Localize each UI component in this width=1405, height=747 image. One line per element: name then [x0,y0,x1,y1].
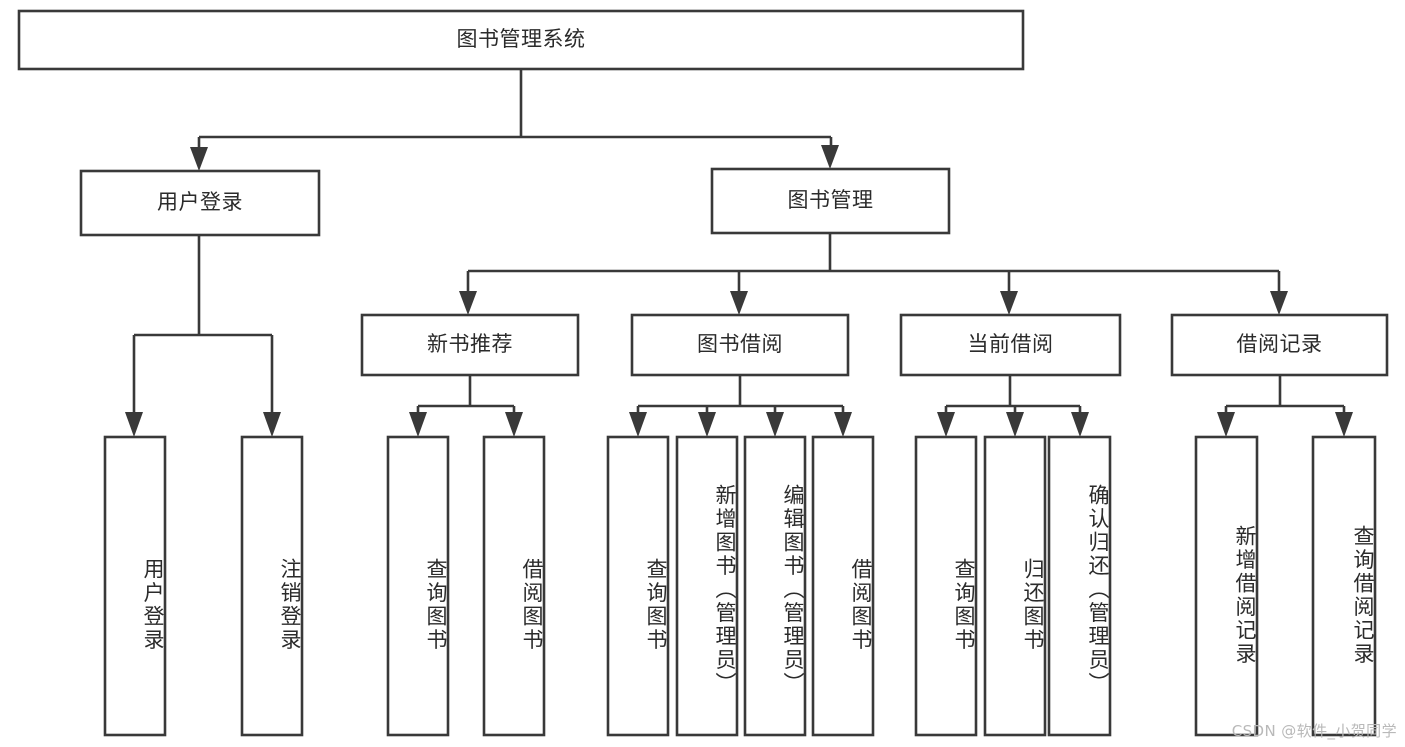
arrowhead-return-book [1006,412,1024,437]
arrowhead-book-manage [821,145,839,169]
arrowhead-user-login-do [125,412,143,437]
arrowhead-user-logout [263,412,281,437]
connector-root-trunk [197,69,833,155]
arrowhead-book-borrow [730,291,748,315]
node-box-query-book-3[interactable] [914,435,978,737]
connector-layer [125,69,1353,437]
node-box-add-book[interactable] [675,435,739,737]
arrowhead-borrow-book-2 [834,412,852,437]
node-box-borrow-record[interactable] [1170,313,1389,377]
node-box-user-logout[interactable] [240,435,304,737]
arrowhead-query-book-3 [937,412,955,437]
arrowhead-edit-book [766,412,784,437]
node-box-confirm-return[interactable] [1047,435,1112,737]
arrowhead-add-borrow-record [1217,412,1235,437]
connector-borrow-record-branch [1224,375,1346,418]
node-box-current-borrow[interactable] [899,313,1122,377]
connector-book-manage-branch [466,233,1281,296]
arrowhead-add-book [698,412,716,437]
connector-current-borrow-branch [944,375,1082,418]
connector-new-book-recommend-branch [416,375,516,418]
arrowhead-current-borrow [1000,291,1018,315]
node-box-new-book-recommend[interactable] [360,313,580,377]
node-box-book-manage[interactable] [710,167,951,235]
arrowhead-borrow-book-1 [505,412,523,437]
arrowhead-borrow-record [1270,291,1288,315]
node-box-query-borrow-record[interactable] [1311,435,1377,737]
node-box-root[interactable] [17,9,1025,71]
arrowhead-new-book-recommend [459,291,477,315]
node-box-edit-book[interactable] [743,435,807,737]
node-box-user-login-do[interactable] [103,435,167,737]
node-box-borrow-book-2[interactable] [811,435,875,737]
node-box-query-book-2[interactable] [606,435,670,737]
watermark-text: CSDN @软件_小贺同学 [1231,722,1397,740]
node-box-add-borrow-record[interactable] [1194,435,1259,737]
connector-user-login-branch [132,235,274,418]
node-box-book-borrow[interactable] [630,313,850,377]
arrowhead-confirm-return [1071,412,1089,437]
node-box-borrow-book-1[interactable] [482,435,546,737]
arrowhead-user-login [190,147,208,171]
arrowhead-query-book-2 [629,412,647,437]
node-box-layer [17,9,1389,737]
node-box-user-login[interactable] [79,169,321,237]
connector-book-borrow-branch [636,375,845,418]
node-box-return-book[interactable] [983,435,1047,737]
arrowhead-query-book-1 [409,412,427,437]
arrowhead-query-borrow-record [1335,412,1353,437]
node-box-query-book-1[interactable] [386,435,450,737]
